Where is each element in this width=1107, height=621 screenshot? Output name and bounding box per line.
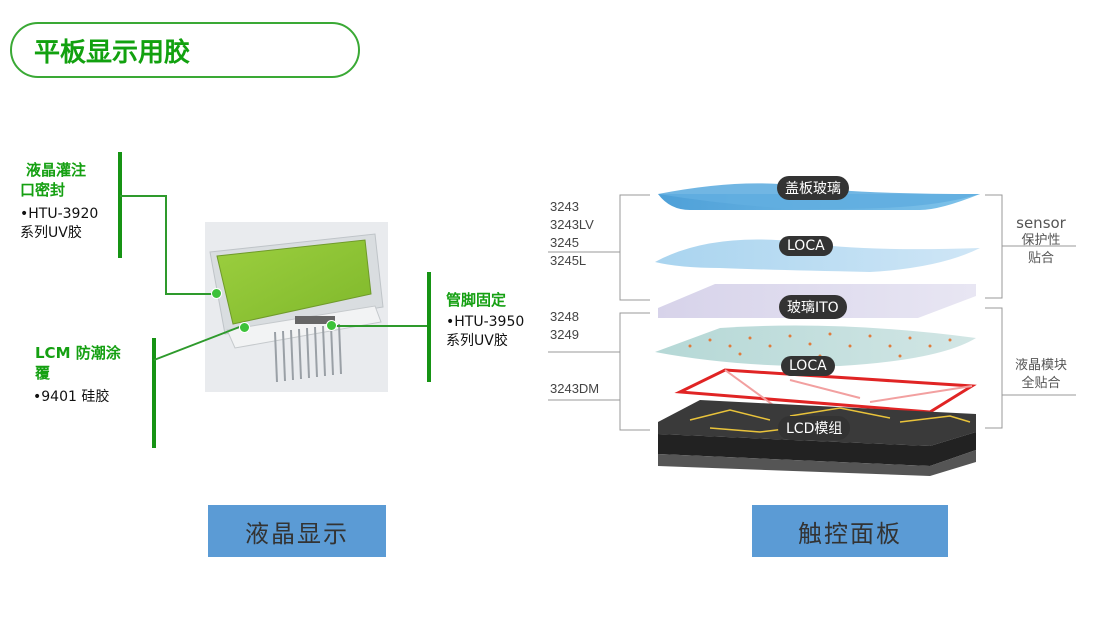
title-frame bbox=[10, 22, 360, 78]
layer-lcd-module: LCD模组 bbox=[778, 416, 851, 440]
code-3245: 3245 bbox=[550, 235, 579, 250]
callout-fill-seal-connector-h2 bbox=[165, 293, 215, 295]
callout-fill-seal-dot bbox=[211, 288, 222, 299]
callout-fill-seal-product: •HTU-3920 系列UV胶 bbox=[20, 205, 98, 243]
callout-moisture-connector bbox=[153, 325, 243, 361]
callout-pin-heading: 管脚固定 bbox=[446, 291, 507, 309]
callout-fill-seal-product-line2: 系列UV胶 bbox=[20, 225, 82, 241]
sensor-label-title: sensor bbox=[1016, 214, 1066, 232]
callout-pin-product: •HTU-3950 系列UV胶 bbox=[446, 313, 524, 351]
sensor-label: sensor 保护性 贴合 bbox=[1008, 214, 1074, 268]
callout-pin-connector bbox=[334, 325, 427, 327]
sensor-label-sub2: 贴合 bbox=[1027, 251, 1054, 266]
code-3243lv: 3243LV bbox=[550, 217, 594, 232]
left-brackets bbox=[548, 194, 650, 431]
sensor-label-sub1: 保护性 bbox=[1021, 233, 1061, 248]
callout-pin-product-line2: 系列UV胶 bbox=[446, 333, 508, 349]
callout-fill-seal-connector-v bbox=[165, 195, 167, 294]
lcd-illustration bbox=[209, 233, 384, 383]
callout-fill-seal-heading-line1: 液晶灌注 bbox=[26, 161, 87, 179]
callout-moisture-heading-line1: LCM 防潮涂 bbox=[35, 344, 121, 362]
lcd-photo bbox=[205, 222, 388, 392]
callout-fill-seal-bar bbox=[118, 152, 122, 258]
codes-top: 3243 3243LV 3245 3245L bbox=[550, 198, 594, 270]
lcd-bond-label-line1: 液晶模块 bbox=[1014, 358, 1067, 373]
callout-fill-seal-product-line1: •HTU-3920 bbox=[20, 206, 99, 222]
page-title: 平板显示用胶 bbox=[34, 38, 191, 68]
callout-pin-bar bbox=[427, 272, 431, 382]
callout-moisture-dot bbox=[239, 322, 250, 333]
layer-loca-bottom: LOCA bbox=[781, 356, 835, 376]
code-3243dm: 3243DM bbox=[550, 381, 600, 396]
callout-fill-seal-heading-line2: 口密封 bbox=[20, 181, 66, 199]
red-frame-beams bbox=[724, 369, 973, 411]
loca-dots bbox=[688, 332, 952, 358]
lcd-bond-label: 液晶模块 全贴合 bbox=[1008, 357, 1074, 393]
codes-mid: 3248 3249 bbox=[550, 308, 579, 344]
right-brackets bbox=[985, 194, 1076, 429]
callout-moisture-heading-line2: 覆 bbox=[35, 364, 51, 382]
lcd-display-button[interactable]: 液晶显示 bbox=[208, 505, 386, 557]
code-3245l: 3245L bbox=[550, 253, 587, 268]
callout-fill-seal-heading-2: 口密封 bbox=[20, 180, 65, 200]
callout-fill-seal-heading: 液晶灌注 bbox=[26, 160, 86, 180]
callout-moisture-bar bbox=[152, 338, 156, 448]
code-3249: 3249 bbox=[550, 327, 579, 342]
callout-pin-product-line1: •HTU-3950 bbox=[446, 314, 525, 330]
lcd-bond-label-line2: 全贴合 bbox=[1021, 376, 1061, 391]
code-3243: 3243 bbox=[550, 199, 579, 214]
callout-moisture-heading: LCM 防潮涂 覆 bbox=[35, 343, 121, 383]
callout-fill-seal-connector-h1 bbox=[120, 195, 166, 197]
layer-loca-top: LOCA bbox=[779, 236, 833, 256]
touch-panel-button[interactable]: 触控面板 bbox=[752, 505, 948, 557]
code-3248: 3248 bbox=[550, 309, 579, 324]
layer-cover-glass: 盖板玻璃 bbox=[777, 176, 849, 200]
layer-glass-ito: 玻璃ITO bbox=[779, 295, 847, 319]
callout-moisture-product: •9401 硅胶 bbox=[33, 389, 110, 405]
callout-pin-dot bbox=[326, 320, 337, 331]
